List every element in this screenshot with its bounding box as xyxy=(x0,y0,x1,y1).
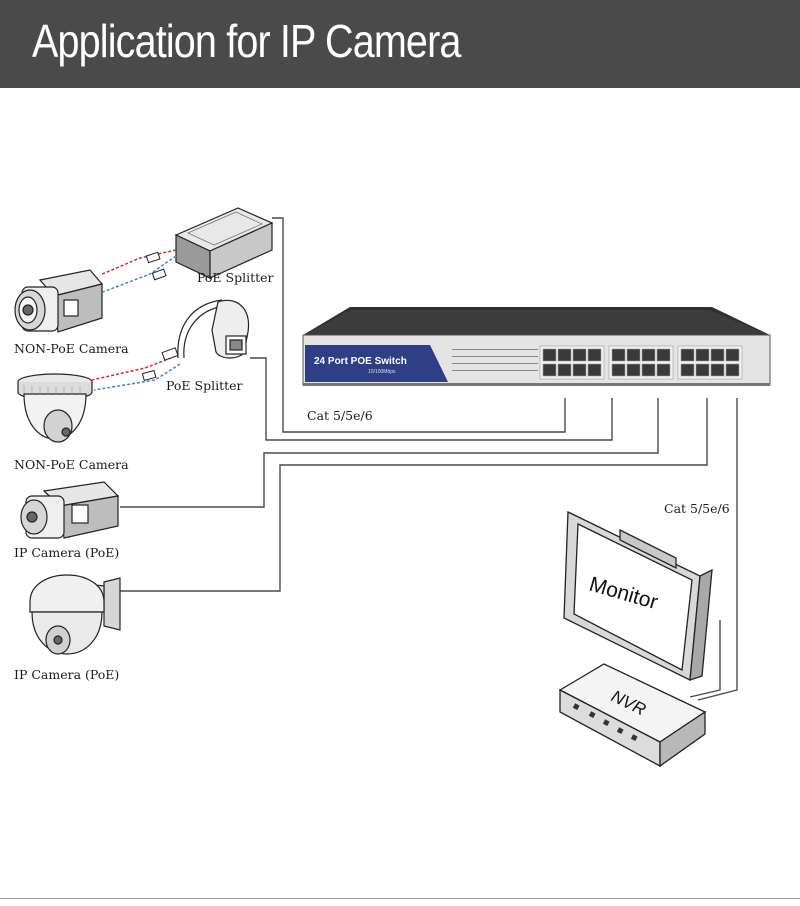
poe-splitter-box-icon xyxy=(174,207,274,279)
cable-switch-nvr xyxy=(697,398,738,701)
switch-ports xyxy=(539,345,743,380)
poe-splitter-inline-icon xyxy=(177,299,250,359)
bottom-divider xyxy=(0,898,800,899)
network-diagram: 24 Port POE Switch 10/100Mbps xyxy=(14,207,771,768)
nvr-icon: NVR xyxy=(558,663,707,768)
switch-speed: 10/100Mbps xyxy=(368,369,396,375)
non-poe-dome-camera-icon xyxy=(17,373,93,443)
non-poe-camera-1-icon xyxy=(14,269,104,333)
poe-splitter-2-label: PoE Splitter xyxy=(166,378,243,393)
ip-camera-poe-1-icon xyxy=(20,481,120,539)
diagram-area: 24 Port POE Switch 10/100Mbps xyxy=(0,88,800,902)
splitter-1-pigtail xyxy=(99,249,177,293)
poe-switch: 24 Port POE Switch 10/100Mbps xyxy=(302,307,771,386)
non-poe-camera-1-label: NON-PoE Camera xyxy=(14,341,129,356)
monitor-icon: Monitor xyxy=(563,510,713,681)
splitter-2-pigtail xyxy=(91,347,181,391)
cable-label-1: Cat 5/5e/6 xyxy=(307,408,373,423)
ip-camera-1-label: IP Camera (PoE) xyxy=(14,545,120,560)
cable-ip-camera-1 xyxy=(120,398,659,508)
non-poe-camera-2-label: NON-PoE Camera xyxy=(14,457,129,472)
switch-name: 24 Port POE Switch xyxy=(314,356,407,367)
title-bar: Application for IP Camera xyxy=(0,0,800,88)
cable-label-2: Cat 5/5e/6 xyxy=(664,501,730,516)
cable-wiring xyxy=(118,217,738,701)
switch-led-panel xyxy=(452,349,538,371)
cable-monitor-nvr xyxy=(689,620,721,698)
ip-camera-2-label: IP Camera (PoE) xyxy=(14,667,120,682)
page-title: Application for IP Camera xyxy=(32,15,461,67)
cable-splitter-2 xyxy=(250,357,613,441)
cable-splitter-1 xyxy=(272,217,566,433)
cable-ip-camera-2 xyxy=(118,398,708,592)
ip-camera-poe-2-ptz-icon xyxy=(29,574,121,655)
poe-splitter-1-label: PoE Splitter xyxy=(197,270,274,285)
